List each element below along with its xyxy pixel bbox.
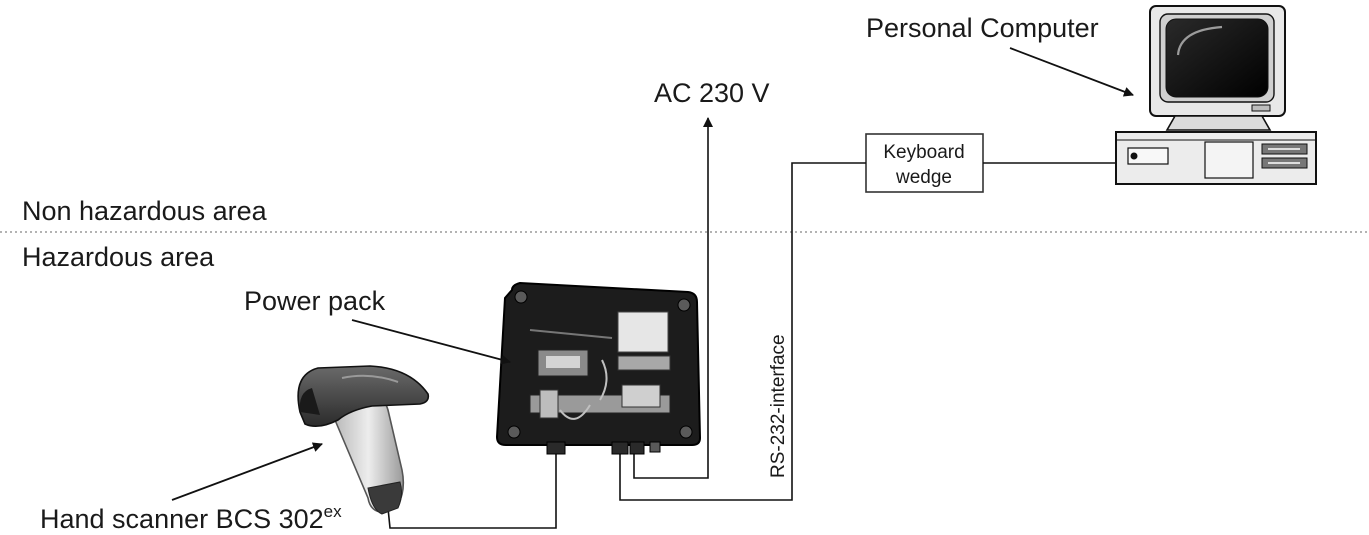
- non-hazardous-area-label: Non hazardous area: [22, 196, 268, 226]
- hand-scanner-label-main: Hand scanner BCS 302: [40, 504, 324, 534]
- personal-computer-icon: [1115, 5, 1317, 185]
- power-pack-label: Power pack: [244, 286, 386, 316]
- personal-computer-pointer: [1009, 47, 1134, 97]
- hand-scanner-icon: [297, 365, 430, 515]
- ac-power-cable: [633, 117, 713, 479]
- power-pack-pointer: [351, 319, 511, 365]
- hand-scanner-label: Hand scanner BCS 302ex: [40, 502, 342, 534]
- ac-230v-label: AC 230 V: [654, 78, 770, 108]
- scanner-cable: [387, 450, 557, 529]
- personal-computer-label: Personal Computer: [866, 13, 1099, 43]
- hazardous-area-label: Hazardous area: [22, 242, 215, 272]
- power-pack-icon: [495, 281, 702, 455]
- keyboard-wedge-label-line2: wedge: [895, 167, 952, 188]
- hand-scanner-label-superscript: ex: [324, 502, 342, 521]
- hand-scanner-pointer: [171, 442, 323, 501]
- rs232-interface-label: RS-232-interface: [768, 334, 789, 478]
- keyboard-wedge-label-line1: Keyboard: [883, 142, 964, 163]
- rs232-cable: [619, 162, 866, 501]
